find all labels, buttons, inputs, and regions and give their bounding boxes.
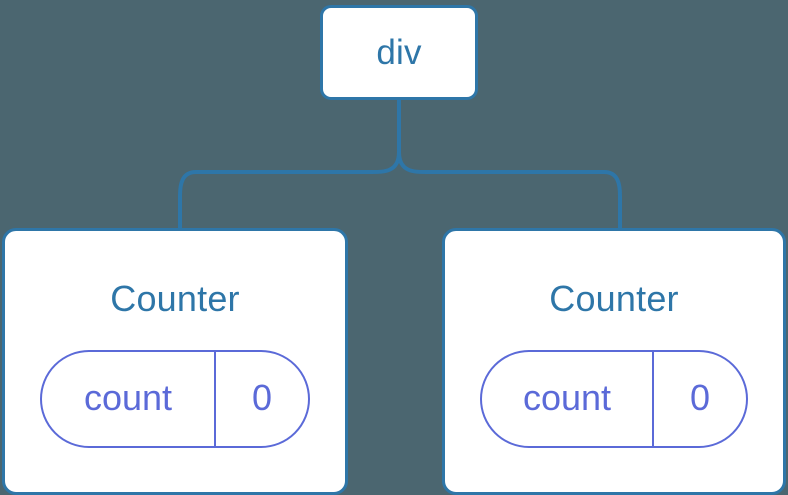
connector-to-counter-left xyxy=(178,150,401,230)
connector-to-counter-right xyxy=(397,150,622,230)
state-pill-count-right[interactable]: count 0 xyxy=(480,350,748,448)
state-pill-count-left[interactable]: count 0 xyxy=(40,350,310,448)
node-counter-left[interactable]: Counter count 0 xyxy=(2,228,348,495)
node-counter-right[interactable]: Counter count 0 xyxy=(442,228,786,495)
state-value-label: 0 xyxy=(251,377,273,418)
node-div[interactable]: div xyxy=(320,5,478,100)
node-div-label: div xyxy=(376,33,422,72)
state-value-label: 0 xyxy=(689,377,711,418)
state-key-label: count xyxy=(482,352,654,446)
component-name-label: Counter xyxy=(549,278,679,319)
component-name-label: Counter xyxy=(110,278,240,319)
state-key-label: count xyxy=(42,352,216,446)
